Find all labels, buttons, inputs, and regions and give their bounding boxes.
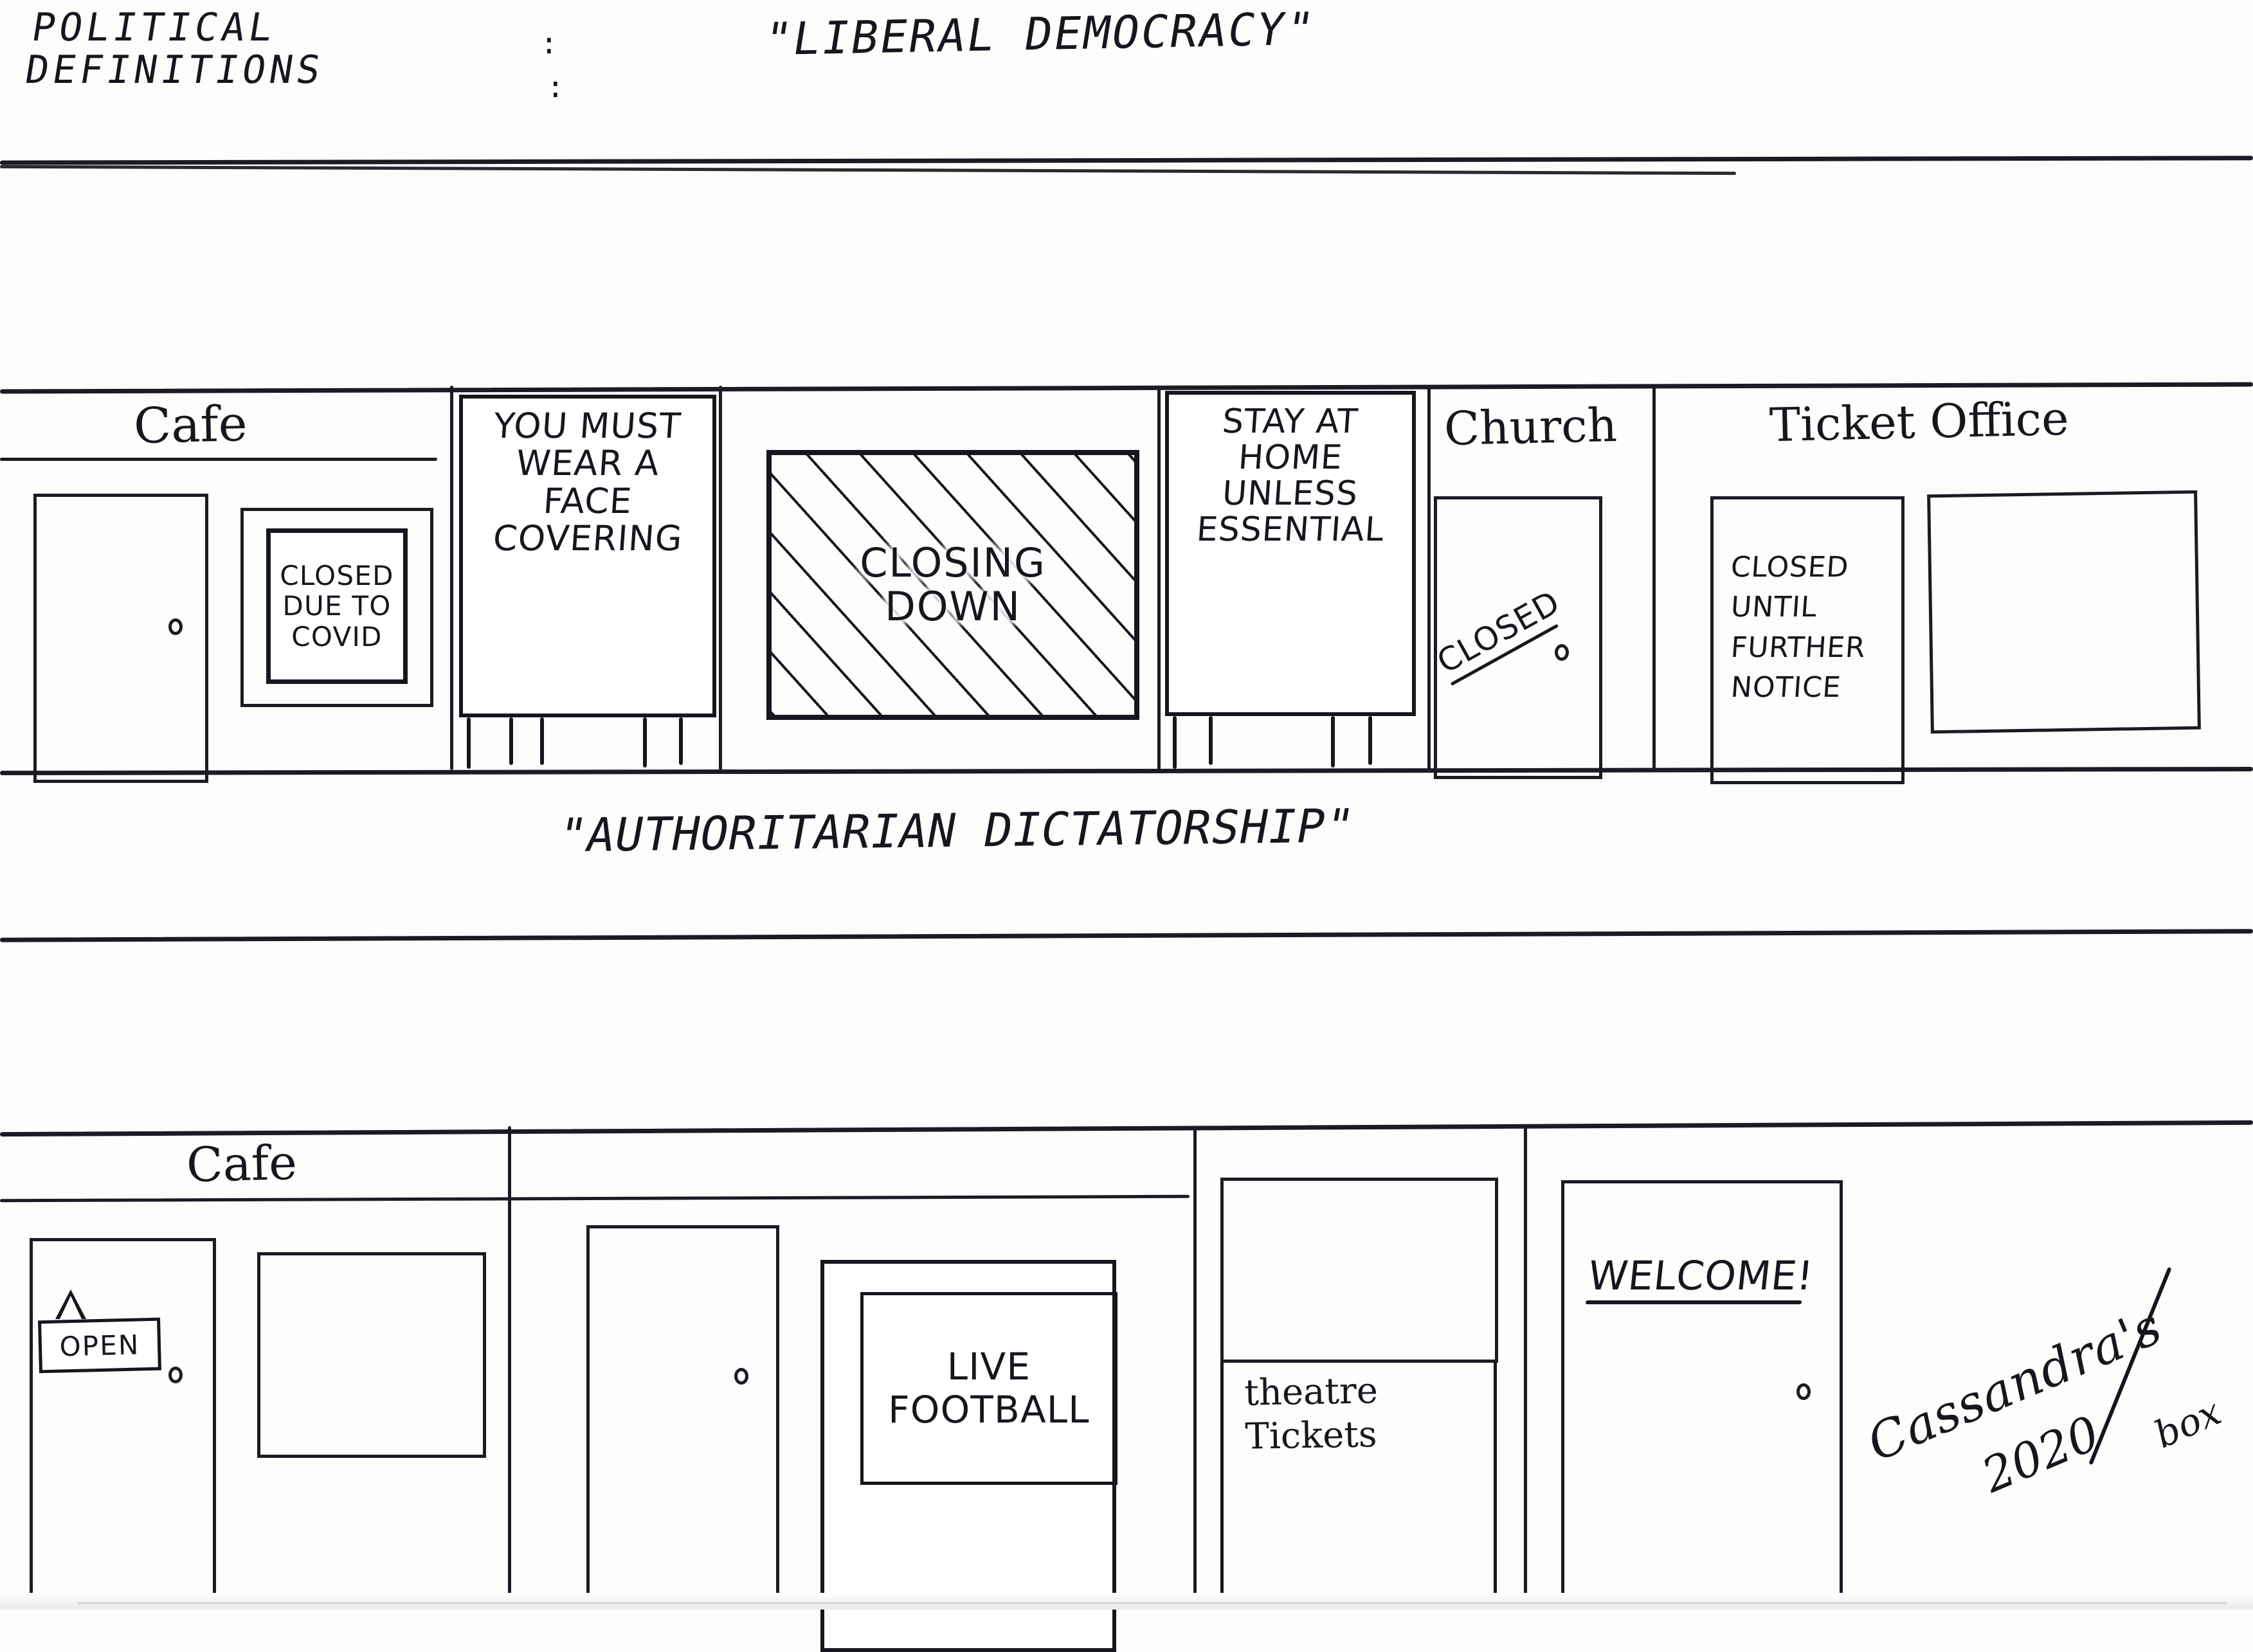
billboard-line: YOU MUST — [493, 406, 683, 446]
panel-divider-5 — [1652, 386, 1656, 770]
church-door[interactable] — [1434, 496, 1602, 779]
caption-authoritarian-dictatorship: "AUTHORITARIAN DICTATORSHIP" — [553, 798, 1359, 863]
headline-liberal-democracy: "LIBERAL DEMOCRACY" — [760, 2, 1319, 66]
door-sign-line: NOTICE — [1730, 671, 1843, 705]
title-line-2: DEFINITIONS — [22, 48, 327, 93]
ticket-office-door[interactable] — [1710, 496, 1905, 784]
poster-line: DUE TO — [282, 590, 392, 622]
billboard-leg — [540, 717, 544, 765]
shop-name-cafe-top: Cafe — [133, 395, 248, 454]
cafe-door-top[interactable] — [33, 494, 208, 783]
fascia-underline-cafe — [0, 458, 437, 461]
cafe-door-knob-bottom[interactable] — [168, 1367, 183, 1383]
pub-window — [820, 1260, 1116, 1652]
shop-name-ticket-office: Ticket Office — [1769, 391, 2070, 453]
door-sign-line: UNTIL — [1730, 591, 1818, 624]
billboard-leg — [509, 717, 513, 765]
row-bottom-border — [0, 1120, 2253, 1137]
ticket-office-window — [1927, 490, 2201, 734]
billboard-line: HOME — [1236, 438, 1344, 478]
cafe-door-knob-top[interactable] — [168, 618, 183, 635]
theatre-tickets-label: theatre Tickets — [1244, 1369, 1379, 1459]
divider-rule-mid — [0, 929, 2253, 942]
welcome-sign: WELCOME! — [1585, 1252, 1816, 1304]
poster-line: CLOSED — [280, 560, 394, 592]
billboard-line: STAY AT — [1221, 402, 1360, 441]
billboard-line: FACE — [541, 480, 634, 521]
signature-suffix-box: box — [2148, 1389, 2228, 1457]
billboard-leg — [1331, 716, 1335, 768]
shop-name-church: Church — [1443, 397, 1618, 456]
booth-label-line: theatre — [1244, 1370, 1379, 1414]
shop-name-cafe-bottom: Cafe — [186, 1135, 298, 1193]
theatre-booth-window — [1220, 1178, 1498, 1363]
title-colon-lower: : — [547, 69, 565, 104]
ticket-office-door-sign: CLOSED UNTIL FURTHER NOTICE — [1730, 548, 1892, 708]
panel-divider-b1 — [508, 1126, 511, 1610]
billboard-line: UNLESS — [1221, 474, 1360, 514]
panel-divider-3 — [1157, 386, 1161, 770]
billboard-leg — [1368, 716, 1372, 765]
title-colon-upper: : — [540, 26, 558, 60]
billboard-leg — [679, 717, 683, 765]
row-top-border — [0, 382, 2253, 394]
open-sign-hanger-icon — [55, 1289, 86, 1320]
door-sign-line: CLOSED — [1730, 551, 1850, 584]
panel-divider-b2 — [1193, 1126, 1197, 1610]
pub-door-knob[interactable] — [734, 1368, 748, 1385]
divider-rule-title-b — [0, 165, 1736, 175]
cafe-window-bottom — [257, 1252, 486, 1458]
panel-divider-1 — [450, 386, 453, 770]
open-sign[interactable]: OPEN — [38, 1317, 161, 1374]
billboard-leg — [1209, 716, 1213, 765]
billboard-leg — [467, 717, 471, 769]
booth-label-line: Tickets — [1245, 1414, 1378, 1459]
welcome-text: WELCOME! — [1586, 1252, 1816, 1299]
open-sign-text: OPEN — [59, 1328, 140, 1363]
billboard-line: WEAR A — [514, 443, 661, 484]
live-football-line: FOOTBALL — [888, 1388, 1090, 1432]
pub-door[interactable] — [586, 1225, 779, 1608]
cafe-window-top — [240, 508, 433, 707]
paper-bottom-edge-line — [77, 1602, 2227, 1604]
live-football-line: LIVE — [946, 1345, 1031, 1389]
divider-rule-title — [0, 156, 2253, 165]
billboard-leg — [1173, 716, 1177, 769]
billboard-leg — [643, 717, 647, 768]
panel-divider-2 — [719, 386, 722, 770]
fascia-underline-cafe-bottom — [0, 1194, 1190, 1203]
row-top-bottom-border — [0, 766, 2253, 776]
title-line-1: POLITICAL — [28, 5, 280, 50]
welcome-door-knob[interactable] — [1796, 1383, 1811, 1400]
page-title: POLITICAL DEFINITIONS : : — [22, 5, 733, 104]
panel-divider-b3 — [1524, 1126, 1527, 1610]
closing-down-line: DOWN — [885, 583, 1021, 630]
closing-down-line: CLOSING — [860, 539, 1046, 586]
sign-closing-down: CLOSING DOWN — [766, 450, 1139, 720]
billboard-line: COVERING — [491, 517, 684, 559]
door-sign-line: FURTHER — [1730, 631, 1867, 664]
poster-line: COVID — [291, 620, 383, 652]
billboard-face-covering: YOU MUST WEAR A FACE COVERING — [459, 395, 716, 717]
billboard-line: ESSENTIAL — [1195, 510, 1386, 550]
panel-divider-4 — [1427, 386, 1431, 770]
paper-bottom-edge — [0, 1593, 2253, 1610]
artist-signature: Cassandra's 2020 box — [1852, 1221, 2250, 1504]
church-door-knob[interactable] — [1555, 644, 1569, 661]
billboard-stay-at-home: STAY AT HOME UNLESS ESSENTIAL — [1165, 391, 1416, 716]
theatre-booth-body — [1220, 1361, 1497, 1610]
poster-live-football: LIVE FOOTBALL — [860, 1292, 1117, 1485]
poster-closed-due-to-covid: CLOSED DUE TO COVID — [266, 528, 408, 684]
